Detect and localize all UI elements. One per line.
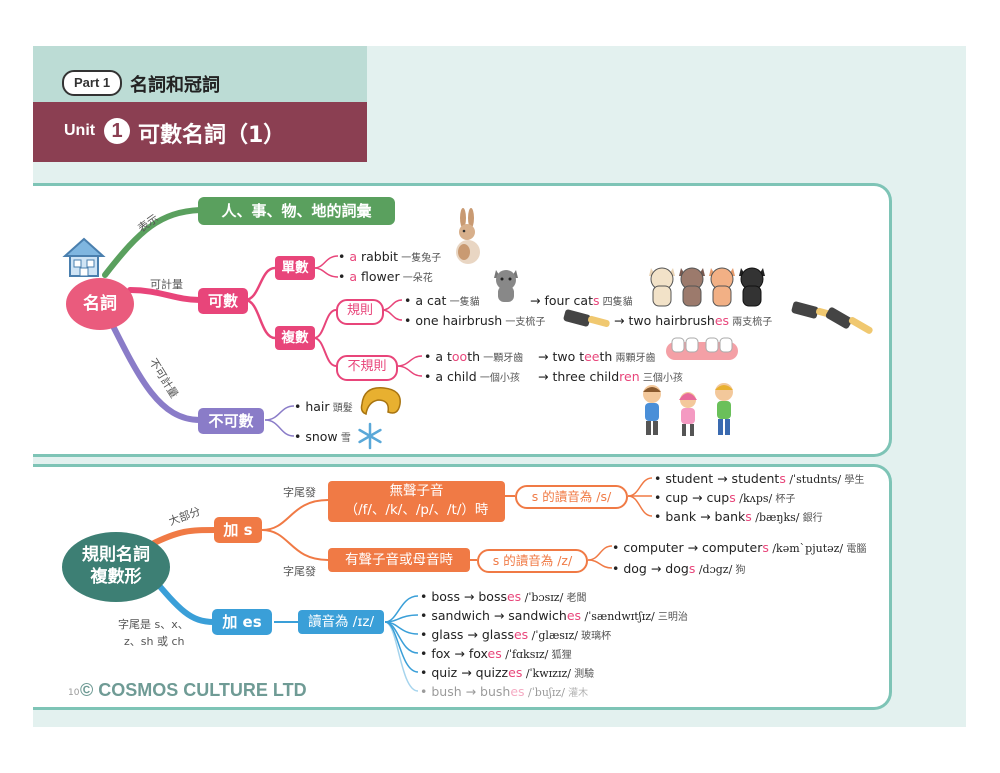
cat-icon bbox=[494, 270, 518, 302]
example-hairbrush: • one hairbrush 一支梳子 bbox=[404, 313, 546, 328]
label-ending-voiceless: 字尾發 bbox=[283, 486, 316, 499]
node-add-es: 加 es bbox=[212, 609, 272, 635]
copyright-watermark: © COSMOS CULTURE LTD bbox=[80, 680, 307, 700]
example-glasses: • glass → glasses /ˈglæsɪz/ 玻璃杯 bbox=[420, 627, 612, 642]
node-uncountable: 不可數 bbox=[198, 408, 264, 434]
example-snow: • snow 雪 bbox=[294, 429, 351, 444]
node-countable: 可數 bbox=[198, 288, 248, 314]
example-bushes: • bush → bushes /ˈbuʃɪz/ 灌木 bbox=[420, 684, 589, 699]
snowflake-icon bbox=[358, 422, 382, 450]
unit-number: 1 bbox=[104, 118, 130, 144]
label-countable: 可計量 bbox=[150, 278, 183, 291]
teeth-icon bbox=[666, 337, 738, 360]
example-cat: • a cat 一隻貓 bbox=[404, 293, 480, 308]
house-icon bbox=[62, 237, 106, 277]
example-children: → three children 三個小孩 bbox=[538, 369, 683, 384]
root-noun-node: 名詞 bbox=[66, 278, 134, 330]
four-cats-icon bbox=[649, 267, 765, 307]
part-title: 名詞和冠詞 bbox=[130, 75, 220, 96]
node-singular: 單數 bbox=[275, 256, 315, 280]
children-icon bbox=[643, 383, 733, 436]
node-plural: 複數 bbox=[275, 326, 315, 350]
hair-icon bbox=[360, 387, 401, 415]
example-rabbit: • a rabbit 一隻兔子 bbox=[338, 249, 442, 264]
example-students: • student → students /ˈstudnts/ 學生 bbox=[654, 471, 865, 486]
node-voiced: 有聲子音或母音時 bbox=[328, 548, 470, 572]
example-flower: • a flower 一朵花 bbox=[338, 269, 433, 284]
example-hairbrushes: → two hairbrushes 兩支梳子 bbox=[614, 313, 773, 328]
node-regular: 規則 bbox=[336, 299, 384, 325]
two-hairbrushes-icon bbox=[791, 301, 873, 334]
hairbrush-icon bbox=[563, 309, 610, 328]
node-z-sound: s 的讀音為 /z/ bbox=[477, 549, 588, 573]
example-banks: • bank → banks /bæŋks/ 銀行 bbox=[654, 509, 823, 524]
root-plural-node: 規則名詞 複數形 bbox=[62, 532, 170, 602]
example-sandwiches: • sandwich → sandwiches /ˈsændwɪtʃɪz/ 三明… bbox=[420, 608, 688, 623]
example-bosses: • boss → bosses /ˈbɔsɪz/ 老闆 bbox=[420, 589, 587, 604]
node-add-s: 加 s bbox=[214, 517, 262, 543]
label-ending-voiced: 字尾發 bbox=[283, 565, 316, 578]
example-teeth: → two teeth 兩顆牙齒 bbox=[538, 349, 656, 364]
part-badge: Part 1 bbox=[62, 70, 123, 96]
example-child: • a child 一個小孩 bbox=[424, 369, 520, 384]
label-ending-sibilant: 字尾是 s、x、 z、sh 或 ch bbox=[118, 618, 189, 648]
unit-header-bar bbox=[33, 102, 367, 162]
node-s-sound: s 的讀音為 /s/ bbox=[515, 485, 628, 509]
example-computers: • computer → computers /kəmˋpjutəz/ 電腦 bbox=[612, 540, 867, 555]
node-irregular: 不規則 bbox=[336, 355, 398, 381]
example-foxes: • fox → foxes /ˈfɑksɪz/ 狐狸 bbox=[420, 646, 572, 661]
example-dogs: • dog → dogs /dɔgz/ 狗 bbox=[612, 561, 746, 576]
node-people-things: 人、事、物、地的詞彙 bbox=[198, 197, 395, 225]
unit-title: 可數名詞（1） bbox=[138, 123, 286, 148]
example-cups: • cup → cups /kʌps/ 杯子 bbox=[654, 490, 796, 505]
example-quizzes: • quiz → quizzes /ˈkwɪzɪz/ 測驗 bbox=[420, 665, 595, 680]
example-hair: • hair 頭髮 bbox=[294, 399, 353, 414]
rabbit-icon bbox=[456, 208, 480, 264]
example-tooth: • a tooth 一顆牙齒 bbox=[424, 349, 524, 364]
example-cats: → four cats 四隻貓 bbox=[530, 293, 633, 308]
page-number: 10 bbox=[68, 688, 80, 698]
node-iz-sound: 讀音為 /ɪz/ bbox=[298, 610, 384, 634]
unit-label: Unit bbox=[64, 122, 96, 139]
node-voiceless: 無聲子音 （/f/、/k/、/p/、/t/）時 bbox=[328, 481, 505, 522]
